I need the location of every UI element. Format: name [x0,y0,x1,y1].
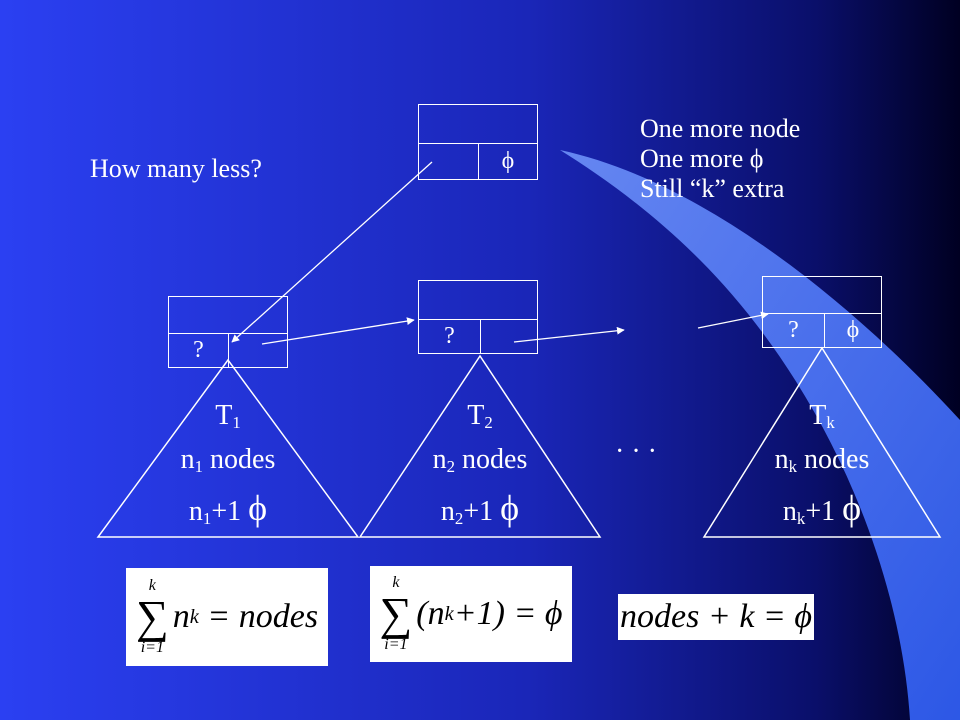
phi-subscript: 1 [202,509,212,529]
note-line: One more node [640,114,801,143]
phi-symbol: ϕ [500,488,520,528]
nodes-var: n [432,444,447,475]
tree2-nodes: n2 nodes [370,446,590,476]
sum-upper: k [392,574,400,591]
phi-subscript: 2 [454,509,464,529]
tree1-phi-count: n1+1 ϕ [118,490,338,528]
unknown-mark: ? [788,317,799,343]
note-line: Still “k” extra [640,173,785,203]
node-right-cell [480,319,538,354]
node-left-cell [418,143,479,180]
tree-subscript: 2 [484,413,493,433]
phi-symbol: ϕ [842,488,862,528]
sigma: k ∑ i=1 [135,577,169,656]
new-root-node: ϕ [418,104,538,180]
phi-expr: +1 [463,496,494,527]
treek-label: Tk [762,402,882,432]
tree-subscript: 1 [232,413,241,433]
phi-expr: +1 [211,496,242,527]
sum-lower: i=1 [140,639,164,656]
phi-var: n [188,496,203,527]
node-left-cell: ? [418,319,481,354]
sum-body: n [172,598,190,635]
sum-body-subscript: k [189,605,199,628]
note-line: One more ϕ [640,143,764,173]
phi-var: n [440,496,455,527]
phi-subscript: k [796,509,806,529]
tree1-label: T1 [168,402,288,432]
node-right-cell: ϕ [478,143,538,180]
sum-rhs: = nodes [207,598,319,635]
node-right-cell [228,333,288,368]
nodes-word: nodes [804,444,870,475]
nodes-subscript: k [788,457,798,477]
phi-symbol: ϕ [248,488,268,528]
node-left-cell: ? [168,333,229,368]
tree2-root-node: ? [418,280,538,354]
nodes-subscript: 2 [446,457,456,477]
tree2-phi-count: n2+1 ϕ [370,490,590,528]
unknown-mark: ? [444,323,455,349]
node-right-cell: ϕ [824,313,882,348]
tree1-nodes: n1 nodes [118,446,338,476]
formula-nodes-k: nodes + k = ϕ [618,594,814,640]
sigma: k ∑ i=1 [379,574,413,653]
ellipsis: · · · [615,436,657,467]
sum-body: (n [416,595,445,632]
unknown-mark: ? [193,337,204,363]
sum-rhs: +1) = ϕ [453,595,563,632]
phi-expr: +1 [805,496,836,527]
treek-nodes: nk nodes [712,446,932,476]
treek-phi-count: nk+1 ϕ [712,490,932,528]
tree-name: T [809,400,827,431]
nodes-subscript: 1 [194,457,204,477]
question-text: How many less? [90,154,262,183]
notes-block: One more node One more ϕ Still “k” extra [640,114,800,204]
sum-lower: i=1 [384,636,408,653]
node-left-cell: ? [762,313,825,348]
tree2-label: T2 [420,402,540,432]
nodes-var: n [180,444,195,475]
nodes-var: n [774,444,789,475]
phi-symbol: ϕ [846,317,860,343]
tree-name: T [215,400,233,431]
phi-symbol: ϕ [501,148,515,174]
tree1-root-node: ? [168,296,288,368]
phi-var: n [782,496,797,527]
treek-root-node: ? ϕ [762,276,882,348]
tree-subscript: k [826,413,835,433]
tree-name: T [467,400,485,431]
nodes-word: nodes [210,444,276,475]
sum-upper: k [148,577,156,594]
nodes-word: nodes [462,444,528,475]
sum-body-subscript: k [444,602,454,625]
formula-text: nodes + k = ϕ [620,598,812,635]
